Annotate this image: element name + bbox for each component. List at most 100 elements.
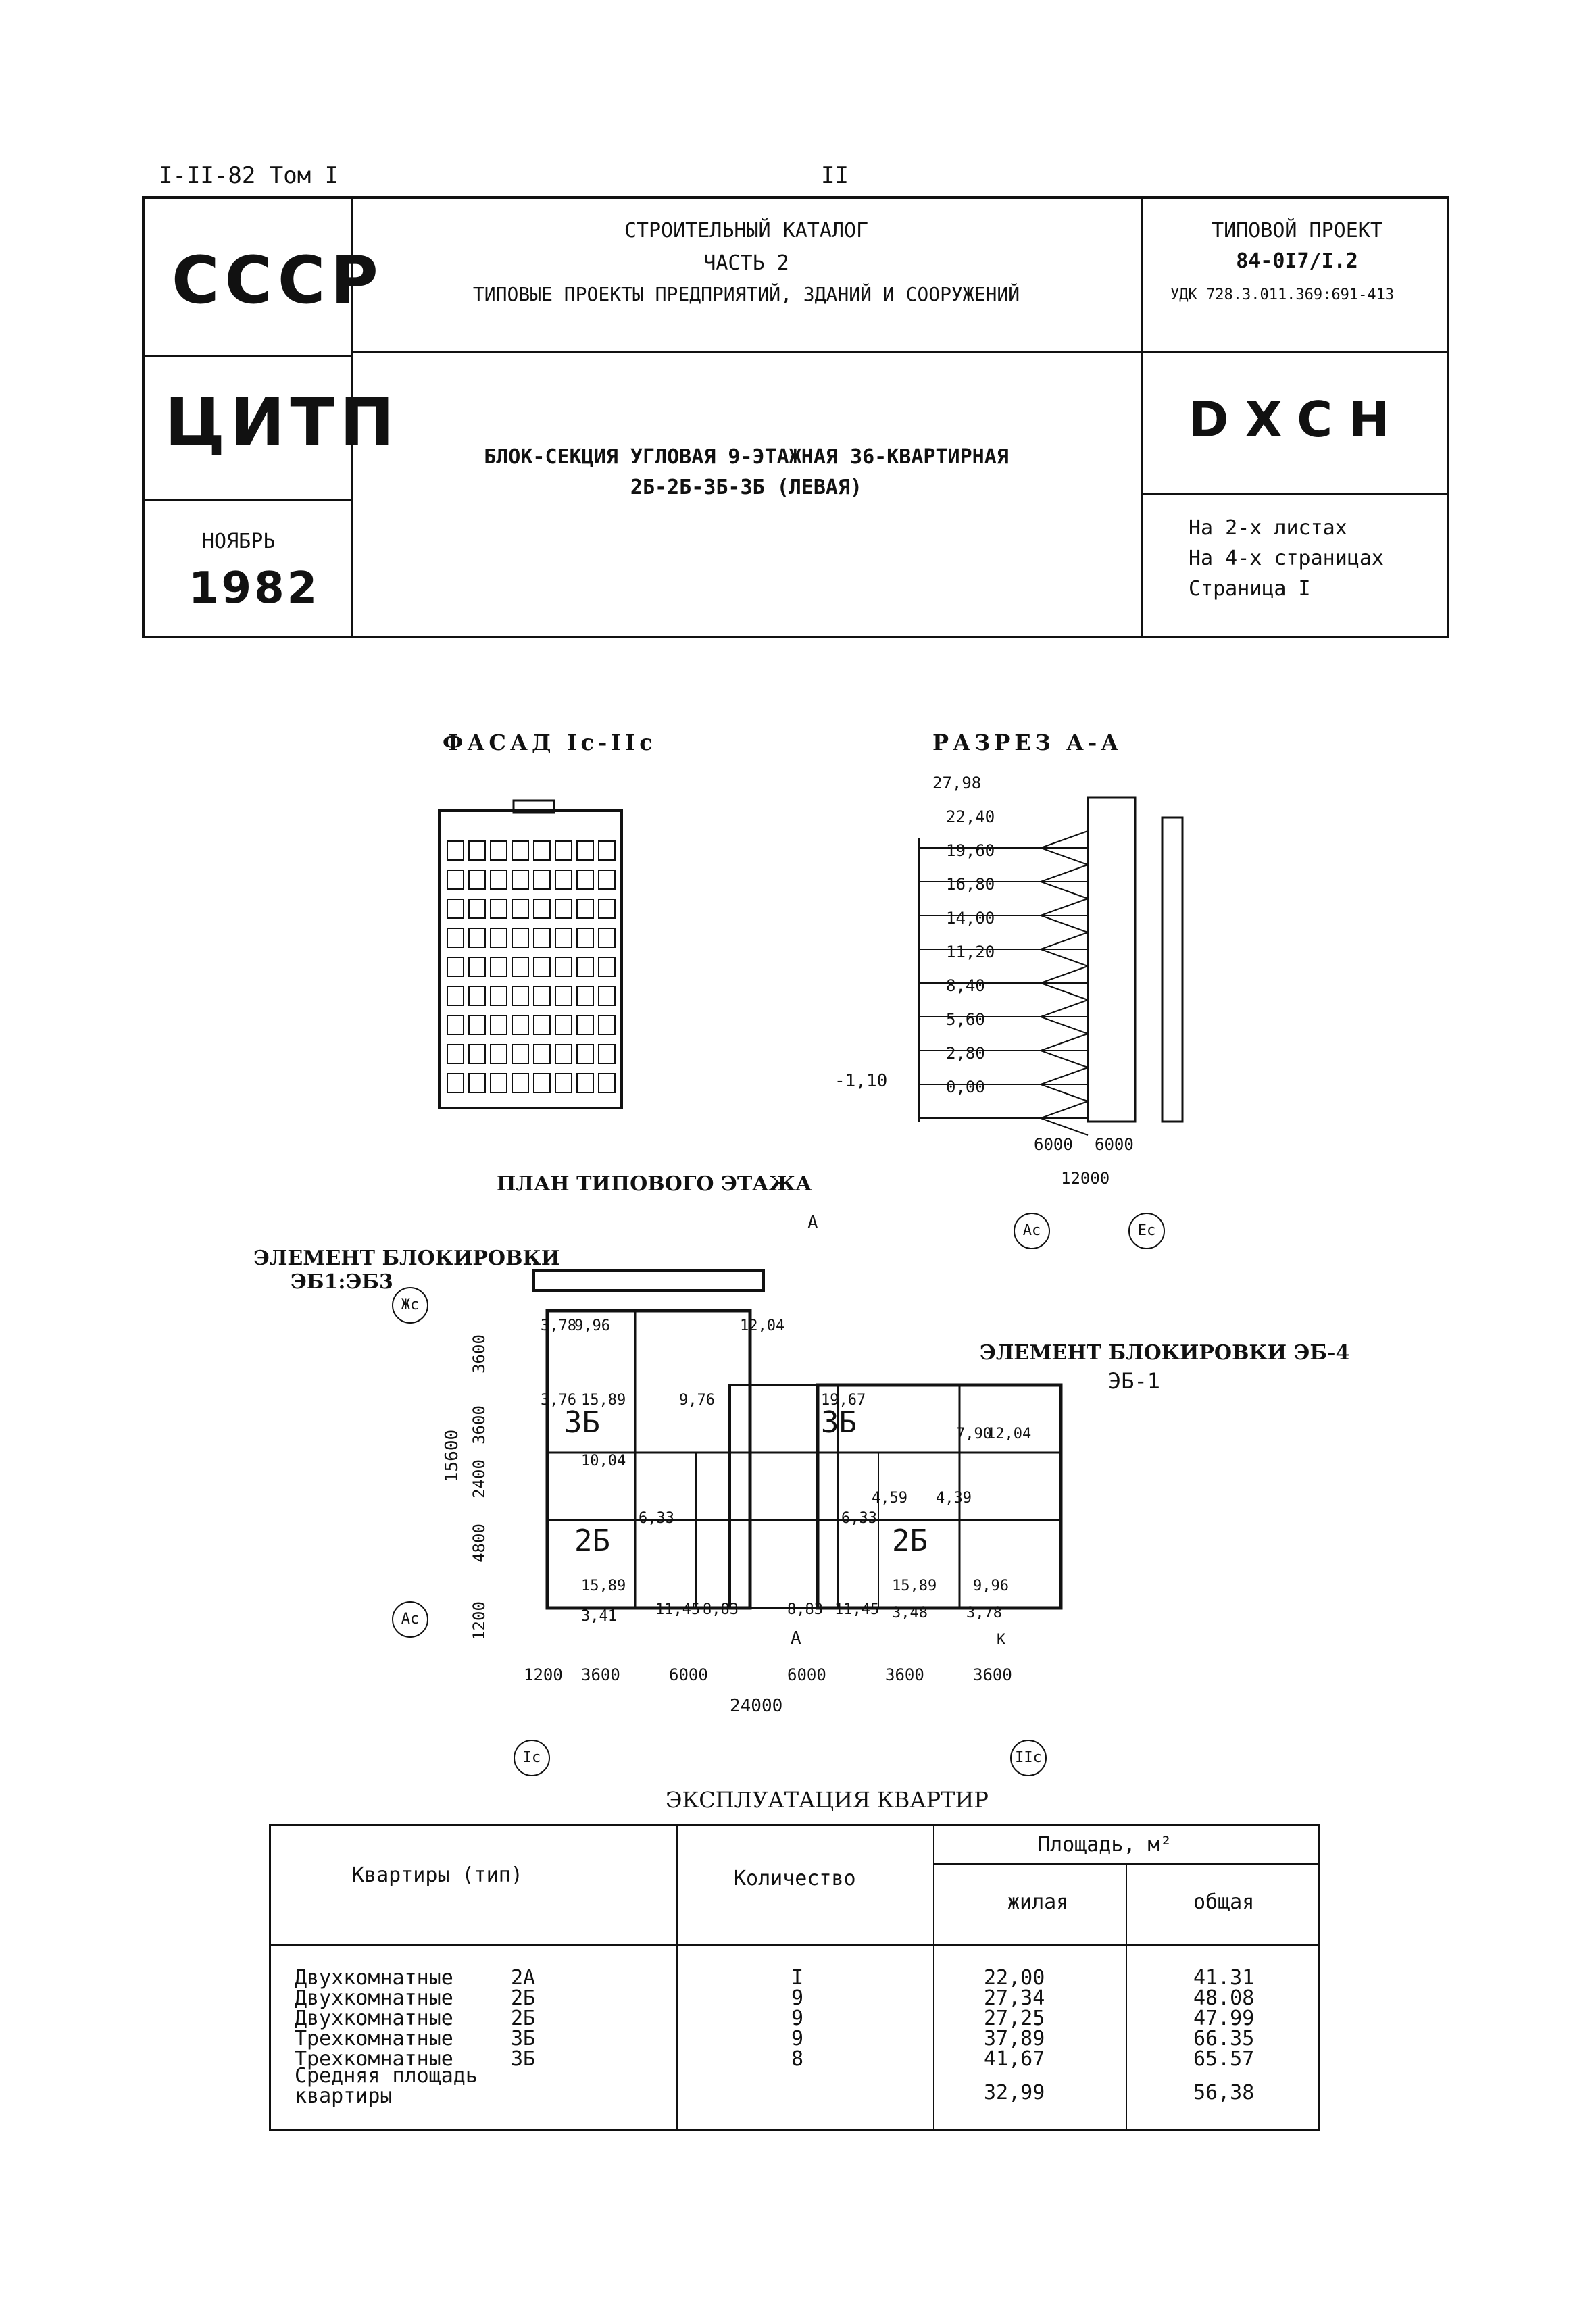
section-axis-e: Ес: [1128, 1213, 1165, 1249]
col-header-total: общая: [1193, 1890, 1255, 1914]
plan-left-dim: 3600: [469, 1334, 489, 1374]
row-total: 47.99: [1193, 2007, 1255, 2030]
row-type: 3Б: [511, 2027, 536, 2051]
room-area: 11,45: [834, 1601, 880, 1618]
row-name: Трехкомнатные: [295, 2047, 453, 2071]
plan-left-dim: 3600: [469, 1405, 489, 1444]
project-label: ТИПОВОЙ ПРОЕКТ: [1212, 219, 1382, 243]
elem-left-line-1: ЭЛЕМЕНТ БЛОКИРОВКИ: [253, 1247, 561, 1270]
row-count: 9: [791, 2027, 804, 2051]
section-level-1: 22,40: [946, 807, 995, 826]
room-area: 3,76: [541, 1392, 576, 1409]
plan-bottom-dim: 3600: [581, 1665, 620, 1684]
room-area: 10,04: [581, 1453, 626, 1469]
row-type: 2Б: [511, 2007, 536, 2030]
section-drawing: [918, 796, 1184, 1136]
catalog-line-2: ЧАСТЬ 2: [703, 251, 789, 275]
row-living: 27,25: [984, 2007, 1045, 2030]
room-area: 15,89: [581, 1578, 626, 1594]
row-type: 3Б: [511, 2047, 536, 2071]
section-dim-total: 12000: [1061, 1169, 1110, 1188]
row-count: 9: [791, 2007, 804, 2030]
plan-title: ПЛАН ТИПОВОГО ЭТАЖА: [497, 1172, 812, 1196]
section-axis-a: Ас: [1014, 1213, 1050, 1249]
project-name-line-2: 2Б-2Б-3Б-3Б (ЛЕВАЯ): [630, 476, 863, 499]
row-total: 41.31: [1193, 1966, 1255, 1990]
section-ground-level: -1,10: [834, 1071, 888, 1091]
room-area: 4,39: [936, 1490, 972, 1507]
elem-left-line-2: ЭБ1:ЭБ3: [291, 1270, 393, 1294]
section-dim-2: 6000: [1095, 1135, 1134, 1154]
col-header-living: жилая: [1007, 1890, 1069, 1914]
plan-axis-a: Ас: [392, 1601, 428, 1638]
page-indicator: Страница I: [1189, 577, 1311, 601]
room-area: 8,83: [703, 1601, 739, 1618]
apartment-label-3: 2Б: [574, 1524, 610, 1558]
row-living: 22,00: [984, 1966, 1045, 1990]
room-area: 11,45: [655, 1601, 701, 1618]
apartment-label-4: 2Б: [892, 1524, 928, 1558]
page-number: II: [821, 162, 849, 189]
room-area: 19,67: [821, 1392, 866, 1409]
catalog-line-3: ТИПОВЫЕ ПРОЕКТЫ ПРЕДПРИЯТИЙ, ЗДАНИЙ И СО…: [472, 283, 1020, 305]
plan-left-dim: 4800: [469, 1524, 489, 1563]
plan-left-dim: 1200: [469, 1601, 489, 1640]
room-area: 9,96: [574, 1317, 610, 1334]
plan-bottom-dim: 6000: [669, 1665, 708, 1684]
plan-axis-11: IIс: [1010, 1740, 1047, 1776]
row-living: 27,34: [984, 1986, 1045, 2010]
row-count: 9: [791, 1986, 804, 2010]
k-mark-bottom: К: [997, 1632, 1006, 1649]
plan-bottom-dim: 3600: [885, 1665, 924, 1684]
ussr-label: СССР: [172, 243, 384, 318]
plan-bottom-dim: 3600: [973, 1665, 1012, 1684]
avg-total: 56,38: [1193, 2081, 1255, 2105]
row-name: Трехкомнатные: [295, 2027, 453, 2051]
section-level-3: 16,80: [946, 875, 995, 894]
row-total: 65.57: [1193, 2047, 1255, 2071]
avg-living: 32,99: [984, 2081, 1045, 2105]
udk-code: УДК 728.3.011.369:691-413: [1170, 286, 1395, 303]
elem-right-line-2: ЭБ-1: [1108, 1368, 1161, 1394]
row-type: 2Б: [511, 1986, 536, 2010]
section-title: РАЗРЕЗ А-А: [932, 730, 1123, 755]
room-area: 3,78: [966, 1605, 1002, 1621]
col-header-count: Количество: [734, 1867, 856, 1890]
room-area: 12,04: [740, 1317, 785, 1334]
room-area: 9,76: [679, 1392, 715, 1409]
row-total: 48.08: [1193, 1986, 1255, 2010]
title-block: СССР ЦИТП НОЯБРЬ 1982 СТРОИТЕЛЬНЫЙ КАТАЛ…: [142, 196, 1449, 638]
room-area: 12,04: [987, 1426, 1032, 1442]
plan-total-height: 15600: [442, 1429, 463, 1483]
facade-drawing: [438, 799, 623, 1109]
room-area: 3,41: [581, 1608, 617, 1625]
room-area: 3,48: [892, 1605, 928, 1621]
section-dim-1: 6000: [1034, 1135, 1073, 1154]
col-header-type: Квартиры (тип): [352, 1863, 523, 1887]
floor-plan: [532, 1269, 1063, 1610]
row-living: 37,89: [984, 2027, 1045, 2051]
catalog-line-1: СТРОИТЕЛЬНЫЙ КАТАЛОГ: [624, 219, 869, 243]
series-label: I-II-82 Том I: [159, 162, 339, 189]
sheets-count: На 2-х листах: [1189, 516, 1347, 540]
plan-bottom-dim: 6000: [787, 1665, 826, 1684]
apartment-label-1: 3Б: [564, 1405, 600, 1440]
section-level-6: 8,40: [946, 976, 985, 995]
table-title: ЭКСПЛУАТАЦИЯ КВАРТИР: [666, 1787, 989, 1813]
row-name: Двухкомнатные: [295, 2007, 453, 2030]
col-header-area: Площадь, м²: [1038, 1833, 1172, 1857]
row-name: Двухкомнатные: [295, 1986, 453, 2010]
room-area: 6,33: [639, 1510, 674, 1527]
room-area: 7,90: [956, 1426, 992, 1442]
project-code: DXCH: [1188, 391, 1406, 448]
plan-bottom-dim: 1200: [524, 1665, 563, 1684]
month-label: НОЯБРЬ: [202, 530, 276, 553]
plan-axis-1: Iс: [514, 1740, 550, 1776]
elem-right-line-1: ЭЛЕМЕНТ БЛОКИРОВКИ ЭБ-4: [980, 1341, 1350, 1365]
plan-total-width: 24000: [730, 1696, 783, 1716]
section-mark-top: А: [807, 1213, 818, 1233]
room-area: 9,96: [973, 1578, 1009, 1594]
section-mark-bottom: А: [791, 1628, 801, 1649]
room-area: 4,59: [872, 1490, 907, 1507]
section-level-0: 27,98: [932, 774, 982, 793]
